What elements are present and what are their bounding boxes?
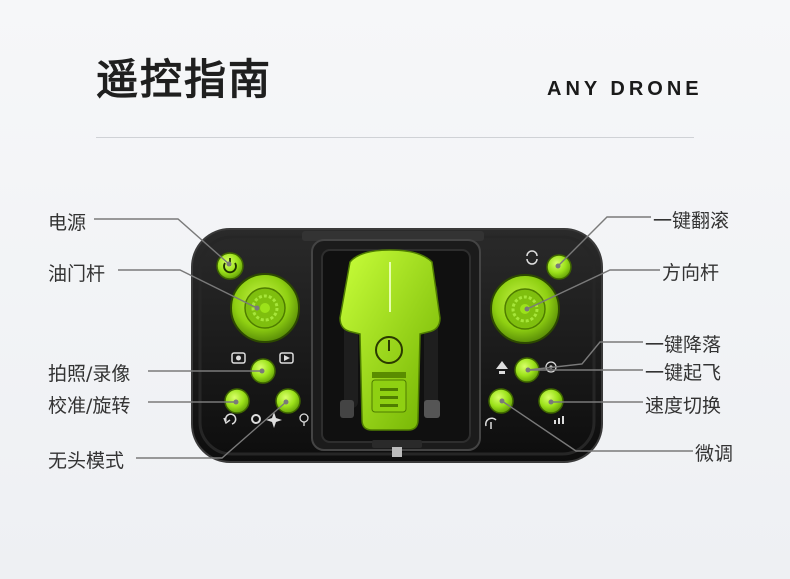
label-throttle: 油门杆 [48, 263, 106, 285]
label-photo-video: 拍照/录像 [48, 363, 131, 385]
throttle-stick[interactable] [230, 273, 300, 343]
calibrate-icon [251, 414, 261, 424]
label-calibrate-rotate: 校准/旋转 [48, 395, 131, 417]
label-power: 电源 [48, 212, 87, 234]
up-arrow-icon [496, 361, 508, 374]
label-land: 一键降落 [645, 334, 722, 356]
headless-icon [299, 413, 309, 426]
callout-lines [94, 216, 693, 459]
brand-logo-text: ANY DRONE [547, 78, 703, 100]
label-trim: 微调 [695, 443, 734, 465]
camera-icon [231, 352, 246, 364]
rotate-icon [223, 413, 237, 425]
trim-icon [484, 417, 497, 429]
video-icon [279, 352, 294, 364]
sparkle-icon [266, 412, 282, 428]
label-speed: 速度切换 [645, 395, 722, 417]
page-title: 遥控指南 [96, 55, 273, 104]
drone-icon [339, 249, 441, 431]
label-takeoff: 一键起飞 [645, 362, 722, 384]
header-divider [96, 137, 694, 138]
speed-bars-icon [554, 416, 564, 424]
label-flip: 一键翻滚 [653, 210, 730, 232]
label-direction: 方向杆 [662, 262, 720, 284]
flip-icon [526, 250, 538, 265]
callout-dots [226, 261, 561, 405]
label-headless: 无头模式 [48, 450, 125, 472]
